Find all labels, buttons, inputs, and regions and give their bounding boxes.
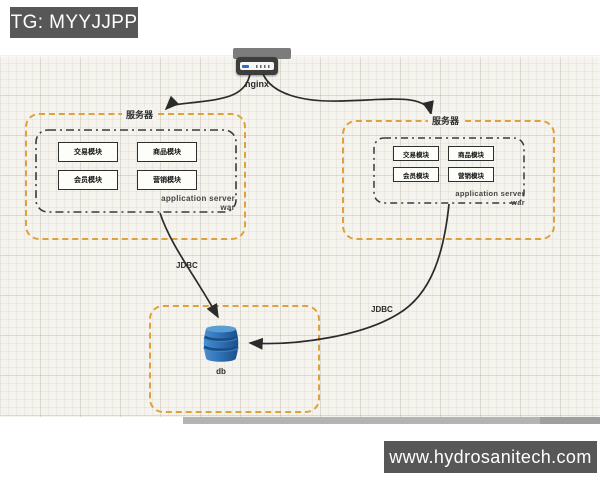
nginx-router-icon [236, 57, 278, 75]
module-member-right: 会员模块 [393, 167, 439, 182]
database-label: db [216, 367, 226, 376]
router-ports-icon [256, 64, 272, 68]
server-title-left: 服务器 [122, 108, 158, 121]
dashdot-border [373, 137, 525, 204]
jdbc-label-right: JDBC [371, 305, 393, 314]
database-icon [202, 321, 240, 365]
module-marketing-left: 营销模块 [137, 170, 197, 190]
module-product-left: 商品模块 [137, 142, 197, 162]
watermark-bottom-banner: www.hydrosanitech.com [384, 441, 597, 473]
war-label-right: application server war [455, 189, 525, 207]
module-product-right: 商品模块 [448, 146, 494, 161]
database-box [149, 305, 320, 413]
window-edge-strip-dark [540, 417, 600, 424]
module-transaction-left: 交易模块 [58, 142, 118, 162]
jdbc-label-left: JDBC [176, 261, 198, 270]
window-edge-strip [183, 417, 600, 424]
server-title-right: 服务器 [428, 114, 464, 127]
module-member-left: 会员模块 [58, 170, 118, 190]
router-faceplate [240, 62, 274, 70]
app-server-box-left [35, 129, 237, 213]
war-label-left: application server war [161, 194, 235, 212]
nginx-label: nginx [245, 79, 269, 89]
router-led-icon [242, 64, 249, 68]
module-marketing-right: 营销模块 [448, 167, 494, 182]
module-transaction-right: 交易模块 [393, 146, 439, 161]
dashdot-border [35, 129, 237, 213]
nginx-icon-shadow [233, 48, 291, 59]
app-server-box-right [373, 137, 525, 204]
watermark-top-banner: TG: MYYJJPP [10, 7, 138, 38]
